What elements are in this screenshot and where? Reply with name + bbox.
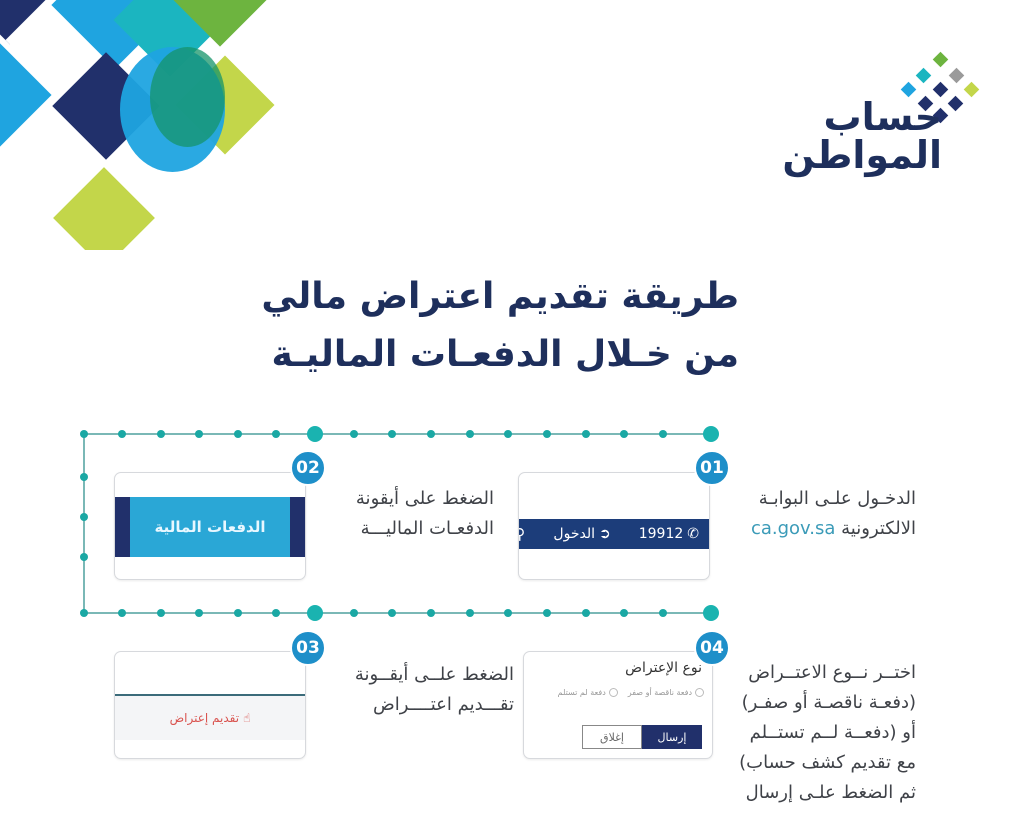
step-04-line-2: (دفعـة ناقصـة أو صفـر)	[741, 692, 916, 713]
step-number-badge: 04	[694, 630, 730, 666]
login-link[interactable]: ➲ الدخول	[553, 526, 610, 542]
step-04-card: نوع الإعتراض دفعة ناقصة أو صفر دفعة لم ت…	[523, 651, 713, 759]
login-label: الدخول	[553, 526, 595, 542]
step-04-line-1: اختــر نــوع الاعتــراض	[748, 662, 916, 683]
step-03-card: ☝ تقديم إعتراض	[114, 651, 306, 759]
step-04-line-3: أو (دفعــة لــم تستــلم	[749, 722, 916, 743]
logo-text: حساب المواطن	[782, 98, 942, 174]
title-line-1: طريقة تقديم اعتراض مالي	[261, 276, 739, 317]
step-number-badge: 03	[290, 630, 326, 666]
step-01-text: الدخـول علـى البوابـة الالكترونية ca.gov…	[751, 484, 916, 544]
logo-line-1: حساب	[823, 95, 942, 139]
step-number-badge: 02	[290, 450, 326, 486]
step-04-line-4: مع تقديم كشف حساب)	[739, 752, 916, 773]
step-02-card: الدفعات المالية	[114, 472, 306, 580]
objection-type-options: دفعة ناقصة أو صفر دفعة لم تستلم	[558, 688, 704, 697]
step-03-text: الضغط علــى أيقــونة تقـــديم اعتــــراض	[355, 660, 514, 720]
radio-icon[interactable]	[695, 688, 704, 697]
step-01-line-2: الالكترونية ca.gov.sa	[750, 518, 916, 539]
option-partial-or-zero[interactable]: دفعة ناقصة أو صفر	[628, 688, 704, 697]
hand-pointer-icon: ☝	[243, 711, 251, 725]
close-button[interactable]: إغلاق	[582, 725, 642, 749]
send-button[interactable]: إرسال	[642, 725, 702, 749]
phone-icon: ✆	[687, 526, 699, 542]
financial-payments-label: الدفعات المالية	[154, 518, 266, 536]
phone-item[interactable]: ✆ 19912	[639, 526, 699, 542]
decorative-pattern	[0, 0, 290, 250]
logo-line-2: المواطن	[782, 133, 942, 177]
pattern-tile	[53, 167, 155, 250]
login-icon: ➲	[598, 526, 611, 542]
option-not-received[interactable]: دفعة لم تستلم	[558, 688, 618, 697]
pattern-circle	[150, 47, 225, 147]
objection-type-title: نوع الإعتراض	[625, 660, 702, 676]
page-title: طريقة تقديم اعتراض مالي من خـلال الدفعـا…	[261, 268, 739, 384]
radio-icon[interactable]	[608, 688, 618, 697]
step-01-card: ✆ 19912 ➲ الدخول ⚲	[518, 472, 710, 580]
search-icon[interactable]: ⚲	[519, 525, 525, 543]
step-03-line-1: الضغط علــى أيقــونة	[354, 664, 514, 685]
submit-objection-button[interactable]: ☝ تقديم إعتراض	[115, 696, 305, 740]
financial-payments-button[interactable]: الدفعات المالية	[115, 497, 305, 557]
step-03-line-2: تقـــديم اعتــــراض	[372, 694, 514, 715]
step-02-line-2: الدفعـات الماليـــة	[360, 518, 494, 539]
step-04-line-5: ثم الضغط علـى إرسال	[745, 782, 916, 803]
portal-navbar: ✆ 19912 ➲ الدخول ⚲	[519, 519, 709, 549]
step-01-line-1: الدخـول علـى البوابـة	[758, 488, 916, 509]
phone-number: 19912	[638, 526, 684, 542]
citizen-account-logo: حساب المواطن	[780, 50, 980, 180]
step-number-badge: 01	[694, 450, 730, 486]
step-04-text: اختــر نــوع الاعتــراض (دفعـة ناقصـة أو…	[739, 658, 916, 808]
card-divider	[115, 694, 305, 696]
portal-link[interactable]: ca.gov.sa	[750, 518, 836, 539]
submit-objection-label: تقديم إعتراض	[169, 711, 240, 725]
title-line-2: من خـلال الدفعـات الماليـة	[271, 334, 739, 375]
step-02-line-1: الضغط على أيقونة	[355, 488, 494, 509]
step-02-text: الضغط على أيقونة الدفعـات الماليـــة	[356, 484, 494, 544]
